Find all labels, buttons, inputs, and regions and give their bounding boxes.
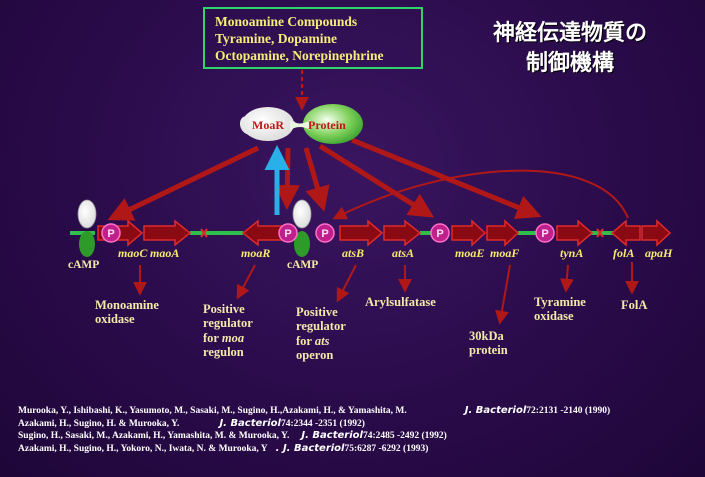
reference-2-citation: 74:2344 -2351 (1992) [281, 419, 365, 429]
arrow-to-moaF-promoter [352, 140, 537, 215]
reference-1-authors: Murooka, Y., Ishibashi, K., Yasumoto, M.… [18, 406, 407, 416]
gene-arrow-maoA [144, 221, 190, 245]
reference-3-citation: 74:2485 -2492 (1992) [363, 431, 447, 441]
reference-3-journal: J. Bacteriol [301, 430, 363, 441]
reference-1-citation: 72:2131 -2140 (1990) [526, 406, 610, 416]
promoter-label-maoC: P [107, 228, 114, 240]
gene-arrow-folA [612, 221, 640, 245]
product-fola: FolA [621, 298, 647, 312]
arrow-to-maoC-promoter [112, 148, 258, 218]
gene-label-apaH: apaH [645, 247, 672, 261]
gene-arrows [98, 221, 670, 245]
title-jp-line-1: 神経伝達物質の [470, 15, 670, 47]
monoamine-compounds-box: Monoamine Compounds Tyramine, Dopamine O… [203, 7, 423, 69]
references: Murooka, Y., Ishibashi, K., Yasumoto, M.… [18, 405, 705, 455]
arrow-to-moaE-promoter [320, 146, 430, 215]
gene-label-folA: folA [613, 247, 634, 261]
reference-3: Sugino, H., Sasaki, M., Azakami, H., Yam… [18, 430, 705, 443]
reference-3-authors: Sugino, H., Sasaki, M., Azakami, H., Yam… [18, 431, 289, 441]
title-jp-line-2: 制御機構 [470, 45, 670, 77]
positive-regulator-moa-regulon: regulon [203, 345, 244, 359]
gene-arrow-moaF [487, 221, 518, 245]
compounds-line-2: Tyramine, Dopamine [215, 30, 413, 47]
reference-4-authors: Azakami, H., Sugino, H., Yokoro, N., Iwa… [18, 444, 268, 454]
gene-arrow-atsB [340, 221, 382, 245]
product-arylsulfatase: Arylsulfatase [365, 295, 436, 309]
regulation-arrows [112, 140, 537, 218]
reference-1: Murooka, Y., Ishibashi, K., Yasumoto, M.… [18, 405, 705, 418]
product-monoamine-oxidase: Monoamine oxidase [95, 298, 159, 327]
promoter-label-moaR: P [284, 228, 291, 240]
reference-4-citation: 75:6287 -6292 (1993) [344, 444, 428, 454]
gene-label-atsB: atsB [342, 247, 364, 261]
positive-regulator-ats-gene: ats [315, 334, 330, 348]
compounds-line-1: Monoamine Compounds [215, 13, 413, 30]
reference-2-authors: Azakami, H., Sugino, H. & Murooka, Y. [18, 419, 179, 429]
promoter-label-moaF: P [541, 228, 548, 240]
positive-regulator-moa-gene: moa [222, 331, 244, 345]
gene-arrow-moaE [452, 221, 485, 245]
compounds-line-3: Octopamine, Norepinephrine [215, 47, 413, 64]
camp-label-left: cAMP [68, 259, 99, 272]
gene-label-moaR: moaR [241, 247, 270, 261]
reference-1-journal: J. Bacteriol [465, 405, 527, 416]
gene-arrow-atsA [384, 221, 420, 245]
gene-label-maoA: maoA [150, 247, 179, 261]
gene-label-tynA: tynA [560, 247, 583, 261]
gene-label-atsA: atsA [392, 247, 414, 261]
gene-label-moaF: moaF [490, 247, 519, 261]
reference-4-journal: . J. Bacteriol [276, 443, 345, 454]
reference-4: Azakami, H., Sugino, H., Yokoro, N., Iwa… [18, 443, 705, 456]
regulator-label-moar: MoaR [252, 118, 284, 132]
gene-arrow-tynA [557, 221, 592, 245]
promoter-label-atsB: P [321, 228, 328, 240]
arrow-to-moaR-promoter [287, 148, 288, 205]
positive-regulator-ats-operon: operon [296, 348, 333, 362]
product-tyramine-oxidase: Tyramine oxidase [534, 295, 586, 324]
reference-2-journal: J. Bacteriol [219, 418, 281, 429]
gene-arrow-apaH [642, 221, 670, 245]
gene-label-moaE: moaE [455, 247, 484, 261]
camp-label-right: cAMP [287, 259, 318, 272]
promoter-label-moaE: P [436, 228, 443, 240]
regulator-label-protein: Protein [308, 118, 346, 132]
arrow-to-atsB-promoter [306, 148, 323, 207]
reference-2: Azakami, H., Sugino, H. & Murooka, Y. J. … [18, 418, 705, 431]
product-30kda-protein: 30kDa protein [469, 329, 508, 358]
gene-label-maoC: maoC [118, 247, 147, 261]
camp-crp-left [78, 200, 96, 257]
